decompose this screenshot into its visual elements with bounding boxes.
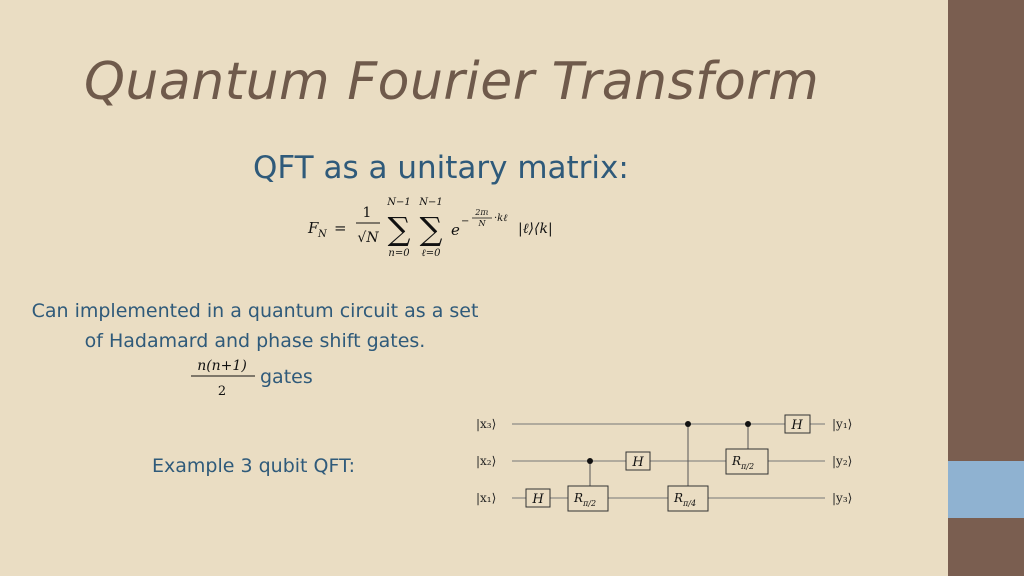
gates-word: gates [260, 366, 313, 388]
input-label-1: |x₃⟩ [476, 417, 496, 431]
output-label-1: |y₁⟩ [832, 417, 852, 431]
side-decoration-accent [948, 461, 1024, 518]
formula-lhs-sub: N [317, 229, 328, 240]
gates-frac-num: n(n+1) [197, 358, 247, 374]
formula-exp-base: e [451, 221, 460, 239]
output-label-2: |y₂⟩ [832, 454, 852, 468]
formula-lhs: F [307, 219, 319, 237]
gate-r2-q2 [725, 448, 769, 475]
formula-exp-minus: − [461, 216, 469, 227]
formula-ketbra: |ℓ⟩⟨k| [518, 221, 553, 237]
slide [0, 0, 948, 576]
formula-exp-frac-den: N [478, 219, 487, 228]
control-dot-2 [685, 421, 691, 427]
gate-h-q1 [784, 414, 811, 434]
qft-circuit: |x₃⟩ |x₂⟩ |x₁⟩ |y₁⟩ |y₂⟩ |y₃⟩ H R π/2 H … [476, 414, 852, 512]
formula-sum1-top: N−1 [386, 197, 411, 208]
slide-title: Quantum Fourier Transform [84, 52, 820, 112]
gate-r4-q3-label: R [673, 491, 683, 505]
gate-h-q1-label: H [790, 418, 803, 433]
formula-sum2-top: N−1 [418, 197, 443, 208]
gate-r2-q2-sub: π/2 [740, 462, 754, 471]
body-line-2: of Hadamard and phase shift gates. [84, 330, 426, 352]
formula-exp-tail: ·kℓ [494, 213, 507, 224]
formula-frac-den: √N [357, 230, 379, 246]
body-text: Can implemented in a quantum circuit as … [10, 296, 500, 356]
formula-exp-frac-num: 2πι [474, 208, 488, 217]
qft-formula: F N = 1 √N N−1 ∑ n=0 N−1 ∑ ℓ=0 e − 2πι N… [307, 197, 553, 259]
gate-h-q2-label: H [631, 455, 644, 470]
gate-r2-q3 [567, 485, 609, 512]
gates-frac-den: 2 [218, 384, 226, 399]
gate-r2-q2-label: R [731, 454, 741, 468]
input-label-3: |x₁⟩ [476, 491, 496, 505]
control-dot-3 [745, 421, 751, 427]
gate-r4-q3-sub: π/4 [682, 499, 696, 508]
input-label-2: |x₂⟩ [476, 454, 496, 468]
formula-sum2-bottom: ℓ=0 [422, 248, 442, 259]
gates-fraction: n(n+1) 2 [191, 358, 255, 399]
slide-subtitle: QFT as a unitary matrix: [253, 150, 629, 186]
example-label: Example 3 qubit QFT: [152, 455, 355, 477]
output-label-3: |y₃⟩ [832, 491, 852, 505]
gate-h-q3-label: H [531, 492, 544, 507]
body-line-1: Can implemented in a quantum circuit as … [31, 300, 479, 322]
gate-h-q3 [525, 488, 551, 508]
formula-equals: = [334, 219, 347, 237]
gate-r2-q3-sub: π/2 [582, 499, 596, 508]
gate-r2-q3-label: R [573, 491, 583, 505]
formula-sum1-bottom: n=0 [388, 248, 410, 259]
gate-r4-q3 [667, 485, 709, 512]
formula-frac-num: 1 [363, 205, 372, 221]
gate-h-q2 [625, 451, 651, 471]
formula-sum2-sigma: ∑ [420, 210, 443, 248]
formula-sum1-sigma: ∑ [388, 210, 411, 248]
control-dot-1 [587, 458, 593, 464]
